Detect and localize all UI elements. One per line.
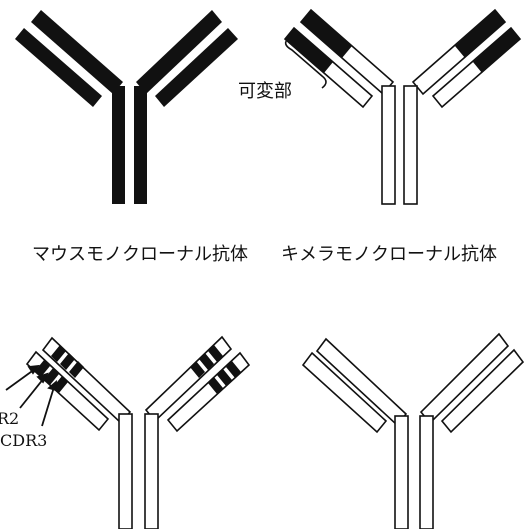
mouse-stem-left — [112, 86, 125, 204]
mouse-antibody — [15, 10, 238, 204]
variable-region-label: 可変部 — [238, 81, 292, 102]
human-stem-left — [395, 416, 408, 529]
mouse-stem-right — [134, 86, 147, 204]
chimeric-stem-right — [404, 86, 417, 204]
human-stem-right — [420, 416, 433, 529]
humanized-stem-left — [119, 414, 132, 529]
human-antibody — [303, 334, 523, 529]
cdr2-label: R2 — [0, 409, 19, 428]
humanized-antibody — [27, 337, 249, 529]
chimeric-antibody — [285, 10, 520, 204]
cdr3-label: CDR3 — [0, 431, 47, 450]
chimeric-stem-left — [382, 86, 395, 204]
humanized-stem-right — [145, 414, 158, 529]
mouse-caption: マウスモノクローナル抗体 — [32, 244, 248, 265]
chimeric-caption: キメラモノクローナル抗体 — [281, 244, 497, 265]
